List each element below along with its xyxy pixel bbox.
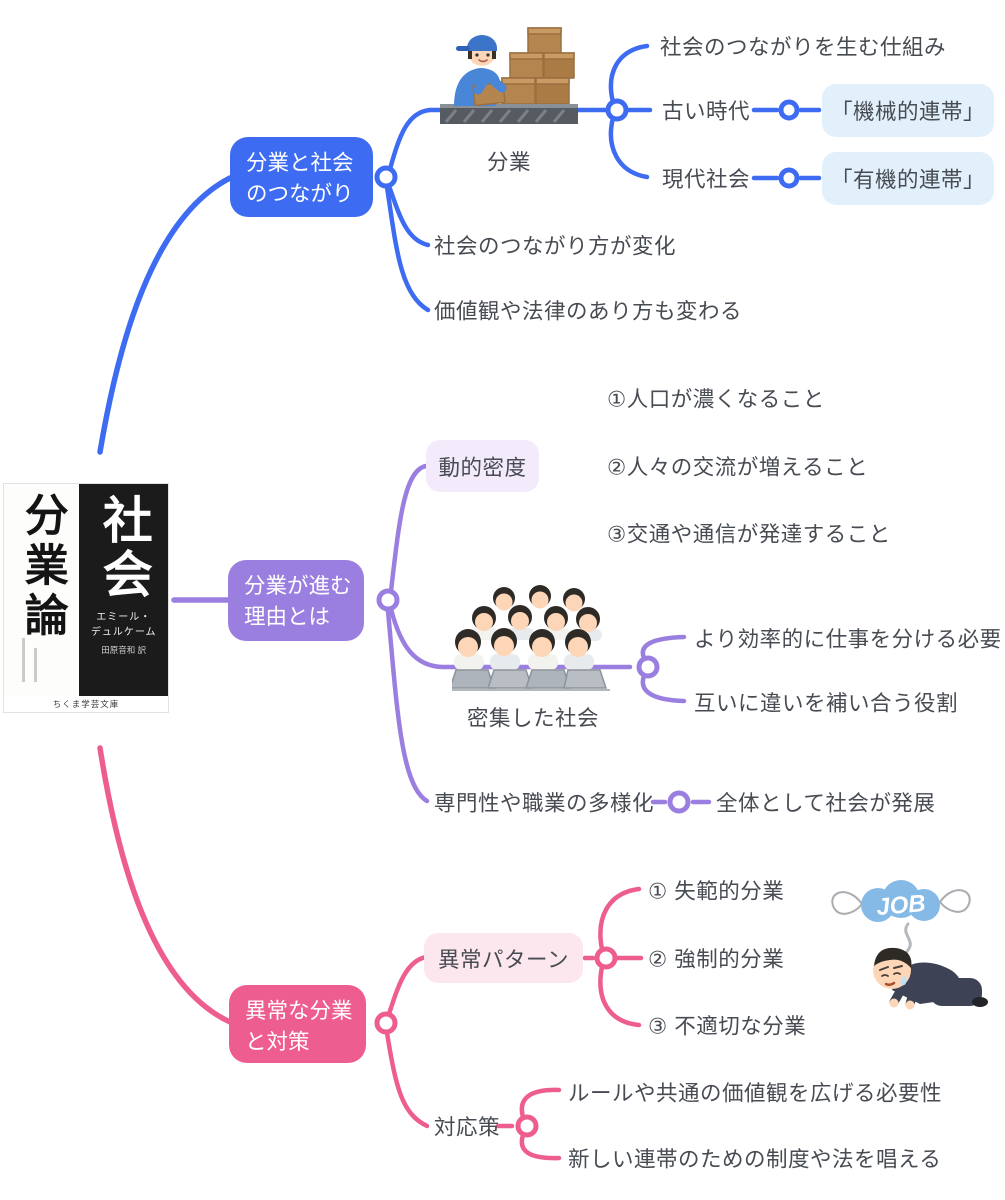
pink-branch-patterns (386, 954, 429, 1017)
label-pattern1[interactable]: ① 失範的分業 (648, 879, 785, 904)
label-pattern3[interactable]: ③ 不適切な分業 (648, 1014, 807, 1039)
blue-mechanical-toggle[interactable] (778, 99, 800, 121)
leaf-abnormal-patterns[interactable]: 異常パターン (424, 933, 583, 983)
conveyor-edge (440, 104, 578, 108)
book-translator: 田原音和 訳 (101, 645, 147, 655)
node-why-division-advances[interactable]: 分業が進む 理由とは (228, 560, 364, 641)
blue-sub-mechanism (608, 43, 650, 105)
pink-sub-measure1 (519, 1087, 562, 1120)
blue-main-curve (97, 175, 233, 455)
blue-branch-division (387, 107, 611, 172)
leaf-organic-solidarity[interactable]: 「有機的連帯」 (822, 152, 994, 205)
book-author-line2: デュルケーム (90, 627, 157, 638)
crowd-illustration (452, 585, 610, 691)
wing-left (831, 891, 864, 915)
crowd-back-row (493, 585, 585, 612)
pink-sub-pattern3 (598, 964, 642, 1028)
label-old-era[interactable]: 古い時代 (662, 99, 751, 124)
label-mechanism[interactable]: 社会のつながりを生む仕組み (660, 35, 947, 60)
wing-right (938, 889, 971, 913)
label-countermeasure[interactable]: 対応策 (434, 1115, 501, 1140)
blue-organic-toggle[interactable] (778, 167, 800, 189)
book-author: エミール・ デュルケーム (91, 610, 157, 640)
node-line: 分業と社会 (246, 151, 354, 175)
label-reason1[interactable]: ①人口が濃くなること (607, 387, 825, 412)
pink-node-toggle[interactable] (374, 1011, 398, 1035)
purple-node-toggle[interactable] (376, 588, 400, 612)
label-change-ties[interactable]: 社会のつながり方が変化 (434, 234, 677, 259)
node-line: のつながり (246, 181, 354, 206)
node-line: 異常な分業 (245, 999, 353, 1023)
job-text: JOB (875, 890, 927, 921)
pink-sub-measure2 (519, 1132, 562, 1161)
blue-branch-change1 (386, 183, 431, 248)
leaf-dynamic-density[interactable]: 動的密度 (426, 440, 539, 492)
node-division-and-society[interactable]: 分業と社会 のつながり (230, 137, 373, 217)
label-specialization[interactable]: 専門性や職業の多様化 (434, 791, 655, 816)
blue-node-toggle[interactable] (374, 165, 398, 189)
book-cover-right-panel: 社会 エミール・ デュルケーム 田原音和 訳 (79, 484, 168, 696)
book-title-sub: 社会 (95, 494, 152, 602)
worker-arms (473, 73, 507, 95)
label-change-values[interactable]: 価値観や法律のあり方も変わる (434, 299, 743, 324)
purple-branch-density (388, 463, 429, 594)
label-dense-society[interactable]: 密集した社会 (466, 706, 599, 731)
crowd-front-row (454, 628, 594, 670)
job-cloud: JOB (861, 880, 940, 922)
label-reason2[interactable]: ②人々の交流が増えること (607, 455, 869, 480)
node-line: と対策 (245, 1029, 310, 1054)
label-measure1[interactable]: ルールや共通の価値観を広げる必要性 (568, 1081, 943, 1106)
pink-sub-pattern1 (598, 886, 642, 952)
pink-measures-toggle[interactable] (515, 1114, 539, 1138)
tear-drop (900, 976, 907, 986)
purple-branch-crowd (388, 606, 633, 670)
label-division[interactable]: 分業 (486, 150, 531, 175)
book-title-main: 分業論 (17, 492, 67, 642)
label-pattern2[interactable]: ② 強制的分業 (648, 947, 785, 972)
node-line: 理由とは (244, 604, 331, 629)
node-abnormal-division[interactable]: 異常な分業 と対策 (229, 985, 366, 1063)
book-cover-left-panel: 分業論 (4, 484, 80, 696)
laptops (452, 669, 610, 691)
pink-branch-measures (384, 1030, 430, 1129)
kneeling-man (873, 947, 988, 1010)
label-reason3[interactable]: ③交通や通信が発達すること (607, 522, 891, 547)
purple-sub-efficiency (640, 634, 687, 661)
purple-crowd-toggle[interactable] (636, 655, 660, 679)
book-author-line1: エミール・ (96, 612, 152, 623)
blue-division-toggle[interactable] (605, 98, 629, 122)
book-cover-root-node[interactable]: 分業論 社会 エミール・ デュルケーム 田原音和 訳 ちくま学芸文庫 (4, 484, 168, 712)
blue-sub-modern (608, 115, 650, 180)
pink-main-curve (97, 745, 233, 1025)
label-measure2[interactable]: 新しい連帯のための制度や法を唱える (568, 1147, 942, 1172)
book-cover-main: 分業論 社会 エミール・ デュルケーム 田原音和 訳 (4, 484, 168, 696)
leaf-mechanical-solidarity[interactable]: 「機械的連帯」 (822, 84, 994, 137)
pink-patterns-toggle[interactable] (594, 946, 618, 970)
book-deco-line (34, 648, 37, 682)
worker-cap (467, 35, 497, 51)
node-line: 分業が進む (244, 574, 352, 598)
purple-develop-toggle[interactable] (667, 790, 691, 814)
job-loss-illustration: JOB (831, 880, 988, 1010)
book-publisher: ちくま学芸文庫 (4, 696, 168, 712)
purple-sub-complement (640, 673, 687, 704)
label-need-efficiency[interactable]: より効率的に仕事を分ける必要 (694, 627, 1002, 652)
blue-branch-change2 (384, 184, 431, 313)
label-modern-society[interactable]: 現代社会 (662, 167, 751, 192)
purple-branch-specialization (385, 608, 430, 804)
label-need-complement[interactable]: 互いに違いを補い合う役割 (694, 691, 959, 716)
label-development[interactable]: 全体として社会が発展 (716, 791, 936, 816)
worker-illustration (440, 27, 578, 124)
worker-cap-brim (456, 46, 470, 51)
book-deco-line (22, 638, 25, 682)
